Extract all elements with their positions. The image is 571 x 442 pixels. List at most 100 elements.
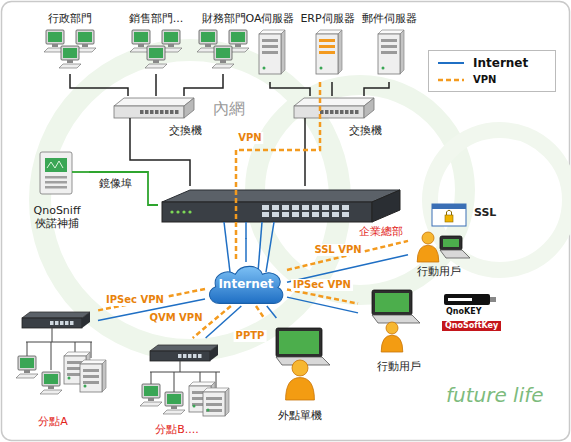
- core-router-port: [282, 205, 289, 210]
- server-side: [338, 30, 342, 74]
- switch-port: [160, 110, 164, 114]
- sniffer-slot: [45, 186, 67, 189]
- pc-monitor: [132, 30, 150, 44]
- edge-label: IPSec VPN: [291, 279, 353, 291]
- laptop-lid: [276, 328, 322, 357]
- mobile-user: 行動用戶: [408, 200, 470, 278]
- pc-stand: [148, 398, 154, 401]
- server-led: [68, 377, 71, 380]
- server-slot: [319, 39, 335, 42]
- pc-monitor: [46, 30, 64, 44]
- laptop-lid: [372, 290, 412, 315]
- switch: 交換機: [112, 96, 202, 137]
- switch-side: [184, 98, 194, 118]
- sniffer-body: [40, 152, 72, 194]
- vpn-link: [236, 82, 320, 262]
- laptop-base: [440, 250, 470, 258]
- pc-screen: [63, 48, 77, 58]
- core-router-port: [322, 205, 329, 210]
- pc-monitor: [199, 30, 217, 44]
- sniffer-screen: [45, 158, 67, 172]
- switch-top: [294, 98, 374, 106]
- node-label: 分點B....: [155, 423, 199, 436]
- switch-port: [330, 110, 334, 114]
- lock-shackle: [447, 210, 452, 215]
- pc-screen: [231, 32, 245, 42]
- pc-screen: [134, 32, 148, 42]
- switch-port: [175, 110, 179, 114]
- lan-link: [184, 74, 223, 96]
- router-side: [82, 312, 90, 328]
- node-label: ERP伺服器: [300, 12, 354, 25]
- lan-wire: [174, 372, 175, 392]
- server-side: [102, 360, 106, 392]
- lan-link: [364, 82, 389, 96]
- core-router-port: [302, 205, 309, 210]
- vpn-line-sample: [437, 75, 465, 85]
- pc-keyboard: [163, 410, 185, 414]
- core-router-port: [292, 205, 299, 210]
- lan-link: [304, 137, 306, 186]
- pc-screen: [201, 32, 215, 42]
- switch-port: [325, 110, 329, 114]
- switch-front: [294, 106, 364, 118]
- core-router-port: [312, 205, 319, 210]
- server-body: [80, 364, 102, 392]
- server-slot: [262, 51, 278, 54]
- pc-group: 銷售部門...: [122, 12, 190, 74]
- pc-stand: [171, 406, 177, 409]
- legend-row: Internet: [437, 54, 547, 71]
- cloud-outline: [210, 266, 283, 303]
- server-slot: [206, 409, 222, 412]
- core-router-port: [332, 205, 339, 210]
- pc-monitor: [142, 384, 160, 398]
- server-slot: [83, 375, 99, 378]
- server-side: [225, 388, 229, 416]
- server-led: [263, 67, 266, 70]
- browser-window: [432, 204, 466, 226]
- branch-office: 分點B....: [132, 338, 222, 436]
- server-led: [193, 405, 196, 408]
- node-label: QnoSniff 俠諾神捕: [27, 204, 87, 230]
- browser-titlebar: [432, 204, 466, 209]
- watermark-ring: [430, 130, 570, 270]
- core-router-port: [292, 212, 299, 217]
- pc-monitor: [147, 46, 165, 60]
- edge-label: QVM VPN: [147, 312, 204, 324]
- server-top: [80, 360, 106, 364]
- node-label: 交換機: [349, 124, 382, 137]
- pc-screen: [167, 394, 181, 404]
- pc-monitor: [61, 46, 79, 60]
- server: OA伺服器: [244, 12, 297, 82]
- router-port: [65, 321, 69, 325]
- switch-uplink: [304, 118, 306, 137]
- server-led: [84, 385, 87, 388]
- switch-uplink: [129, 118, 131, 137]
- mirror-port-wire: [72, 171, 90, 173]
- node-label: 分點A: [38, 415, 68, 428]
- core-router-port: [272, 205, 279, 210]
- pc-stand: [153, 60, 159, 63]
- server-top: [64, 352, 90, 356]
- vpn-link: [256, 306, 264, 318]
- router-top: [150, 345, 218, 351]
- lock-body: [445, 215, 453, 222]
- mirror-link: [89, 172, 158, 205]
- core-router-port: [342, 212, 349, 217]
- legend: InternetVPN: [428, 50, 556, 92]
- laptop-lid: [440, 236, 462, 250]
- person-head: [386, 322, 398, 334]
- router-top: [22, 312, 90, 318]
- lan-wire: [52, 328, 53, 342]
- pc-screen: [164, 32, 178, 42]
- pc-keyboard: [40, 390, 62, 394]
- internet-link: [267, 306, 277, 318]
- switch-port: [145, 110, 149, 114]
- pc-stand: [67, 60, 73, 63]
- switch-side: [364, 98, 374, 118]
- server-slot: [206, 397, 222, 400]
- server-top: [203, 388, 229, 392]
- lan-wire: [75, 342, 76, 352]
